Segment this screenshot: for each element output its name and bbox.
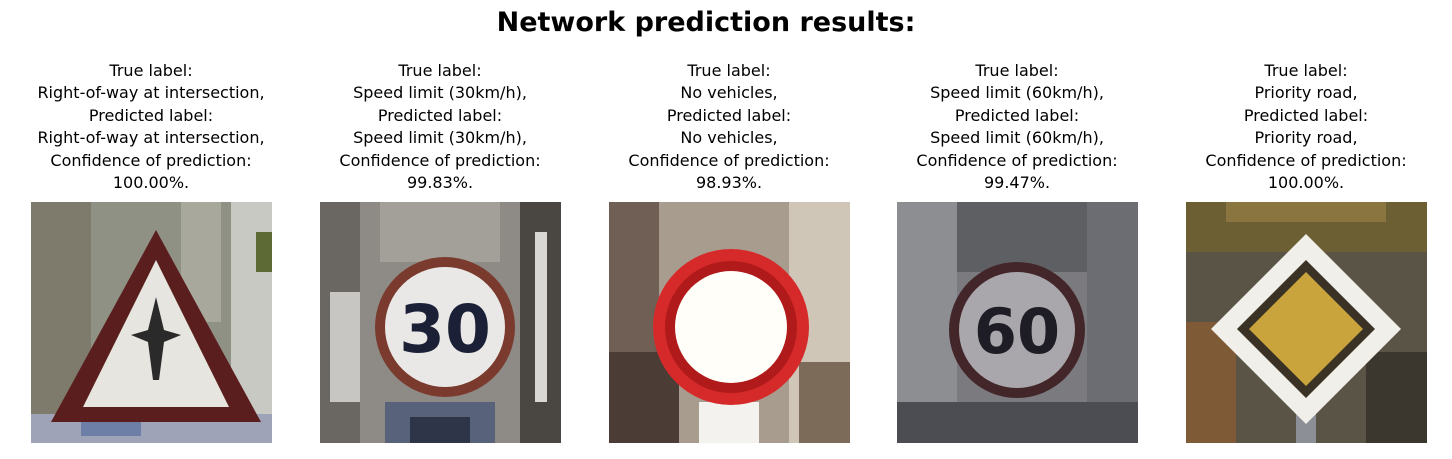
title-line: Right-of-way at intersection,	[37, 83, 265, 103]
prediction-panel-1: True label: Right-of-way at intersection…	[31, 60, 331, 443]
panel-title-1: True label: Right-of-way at intersection…	[1, 60, 301, 194]
title-line: True label:	[398, 61, 482, 80]
title-line: Predicted label:	[1243, 105, 1369, 125]
prediction-panel-4: True label: Speed limit (60km/h), Predic…	[897, 60, 1197, 443]
panel-title-4: True label: Speed limit (60km/h), Predic…	[867, 60, 1167, 194]
title-line: Predicted label:	[666, 105, 792, 125]
title-line: True label:	[1264, 61, 1348, 80]
title-line: Predicted label:	[88, 105, 214, 125]
title-line: Confidence of prediction:	[50, 150, 252, 170]
panel-title-2: True label: Speed limit (30km/h), Predic…	[290, 60, 590, 194]
sign-number-30: 30	[399, 291, 491, 368]
sign-image-priority-road	[1186, 202, 1427, 443]
title-line: Speed limit (30km/h),	[353, 128, 527, 148]
title-line: 100.00%.	[1267, 172, 1345, 192]
title-line: Speed limit (30km/h),	[353, 83, 527, 103]
title-line: Right-of-way at intersection,	[37, 128, 265, 148]
sign-image-speed-limit-30: 30	[320, 202, 561, 443]
title-line: True label:	[109, 61, 193, 80]
title-line: 100.00%.	[112, 172, 190, 192]
prediction-panel-5: True label: Priority road, Predicted lab…	[1186, 60, 1452, 443]
title-line: Speed limit (60km/h),	[930, 128, 1104, 148]
sign-image-no-vehicles	[609, 202, 850, 443]
figure-title: Network prediction results:	[496, 7, 916, 38]
title-line: Confidence of prediction:	[339, 150, 541, 170]
title-line: 99.83%.	[406, 172, 474, 192]
title-line: No vehicles,	[680, 128, 778, 148]
panel-title-3: True label: No vehicles, Predicted label…	[579, 60, 879, 194]
title-line: Priority road,	[1254, 128, 1358, 148]
title-line: 99.47%.	[983, 172, 1051, 192]
sign-number-60: 60	[974, 295, 1060, 368]
title-line: No vehicles,	[680, 83, 778, 103]
panel-title-5: True label: Priority road, Predicted lab…	[1156, 60, 1452, 194]
title-line: Speed limit (60km/h),	[930, 83, 1104, 103]
prediction-panel-2: True label: Speed limit (30km/h), Predic…	[320, 60, 620, 443]
prediction-panel-3: True label: No vehicles, Predicted label…	[609, 60, 909, 443]
sign-image-speed-limit-60: 60	[897, 202, 1138, 443]
sign-image-right-of-way	[31, 202, 272, 443]
title-line: 98.93%.	[695, 172, 763, 192]
title-line: True label:	[975, 61, 1059, 80]
title-line: Confidence of prediction:	[916, 150, 1118, 170]
title-line: True label:	[687, 61, 771, 80]
title-line: Confidence of prediction:	[1205, 150, 1407, 170]
title-line: Confidence of prediction:	[628, 150, 830, 170]
title-line: Predicted label:	[954, 105, 1080, 125]
title-line: Predicted label:	[377, 105, 503, 125]
title-line: Priority road,	[1254, 83, 1358, 103]
